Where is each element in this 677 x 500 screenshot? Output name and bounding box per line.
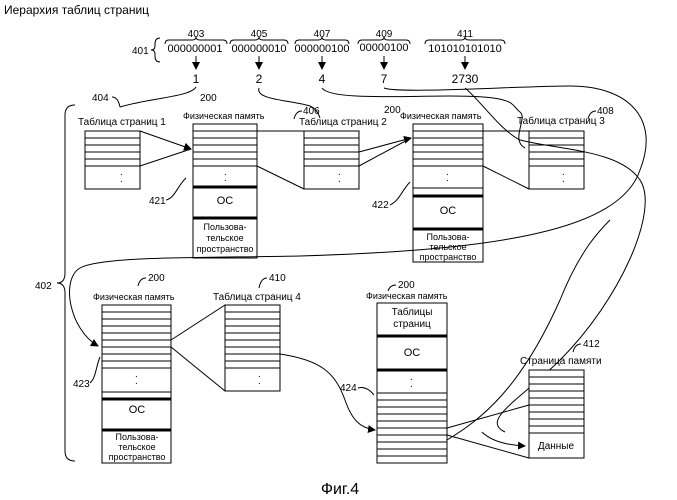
page-tables-label-2: страниц bbox=[393, 319, 431, 330]
page-table-1: . . bbox=[85, 131, 140, 189]
ref-200-c: 200 bbox=[148, 273, 165, 284]
svg-text:пространство: пространство bbox=[420, 252, 477, 262]
svg-text:Пользова-: Пользова- bbox=[116, 432, 159, 442]
ref-406: 406 bbox=[303, 106, 320, 117]
address-field-403: 403 000000001 1 bbox=[165, 29, 227, 86]
field-value: 2 bbox=[256, 72, 263, 86]
field-value: 2730 bbox=[452, 72, 479, 86]
diagram-title: Иерархия таблиц страниц bbox=[4, 3, 149, 17]
ref-200-b: 200 bbox=[384, 105, 401, 116]
svg-text:.: . bbox=[338, 174, 341, 185]
address-ref: 401 bbox=[132, 46, 149, 57]
ref-422: 422 bbox=[372, 200, 389, 211]
page-table-4: . . bbox=[225, 305, 280, 391]
svg-text:тельское: тельское bbox=[206, 233, 243, 243]
page-table-2: . . bbox=[304, 131, 359, 189]
field-value: 4 bbox=[319, 72, 326, 86]
ref-410: 410 bbox=[269, 273, 286, 284]
address-field-409: 409 00000100 7 bbox=[358, 29, 410, 86]
physical-memory-1: . . ОС Пользова- тельское пространство bbox=[193, 124, 257, 258]
page-table-4-label: Таблица страниц 4 bbox=[213, 291, 301, 303]
page-table-3-label: Таблица страниц 3 bbox=[517, 115, 605, 127]
os-label: ОС bbox=[217, 195, 234, 207]
physical-memory-2: . . ОС Пользова- тельское пространство bbox=[413, 124, 483, 262]
ref-424: 424 bbox=[340, 383, 357, 394]
svg-text:.: . bbox=[135, 376, 138, 387]
svg-text:Пользова-: Пользова- bbox=[204, 222, 247, 232]
field-bits: 101010101010 bbox=[428, 43, 501, 55]
field-value: 7 bbox=[381, 72, 388, 86]
field-bits: 000000010 bbox=[231, 43, 286, 55]
field-bits: 000000001 bbox=[167, 43, 222, 55]
os-label: ОС bbox=[404, 347, 421, 359]
svg-text:.: . bbox=[120, 174, 123, 185]
phys-mem-1-label: Физическая память bbox=[183, 111, 265, 121]
svg-text:тельское: тельское bbox=[118, 442, 155, 452]
field-bits: 00000100 bbox=[360, 42, 409, 54]
svg-text:.: . bbox=[562, 174, 565, 185]
svg-text:.: . bbox=[410, 379, 413, 390]
os-label: ОС bbox=[440, 205, 457, 217]
memory-page: Данные bbox=[529, 370, 584, 458]
data-label: Данные bbox=[538, 441, 575, 452]
page-table-1-label: Таблица страниц 1 bbox=[78, 116, 166, 128]
field-value: 1 bbox=[193, 72, 200, 86]
phys-mem-4-label: Физическая память bbox=[366, 291, 448, 301]
ref-200-d: 200 bbox=[398, 280, 415, 291]
page-tables-label-1: Таблицы bbox=[392, 306, 433, 318]
address-field-407: 407 000000100 4 bbox=[294, 29, 349, 86]
svg-text:.: . bbox=[258, 376, 261, 387]
physical-memory-3: . . ОС Пользова- тельское пространство bbox=[102, 305, 171, 463]
brace-402 bbox=[57, 105, 75, 461]
ref-200-a: 200 bbox=[200, 93, 217, 104]
svg-text:Пользова-: Пользова- bbox=[427, 232, 470, 242]
os-label: ОС bbox=[129, 404, 146, 416]
physical-memory-4: Таблицы страниц ОС . . bbox=[377, 303, 447, 463]
phys-mem-2-label: Физическая память bbox=[400, 111, 482, 121]
page-table-3: . . bbox=[529, 131, 584, 189]
ref-412: 412 bbox=[583, 339, 600, 350]
address-field-411: 411 101010101010 2730 bbox=[425, 29, 505, 86]
address-brace bbox=[151, 38, 160, 62]
ref-421: 421 bbox=[149, 196, 166, 207]
ref-404: 404 bbox=[92, 93, 109, 104]
page-table-2-label: Таблица страниц 2 bbox=[299, 116, 387, 128]
memory-page-label: Страница памяти bbox=[520, 356, 602, 367]
figure-caption: Фиг.4 bbox=[321, 481, 359, 498]
svg-text:пространство: пространство bbox=[197, 244, 254, 254]
ref-423: 423 bbox=[73, 379, 90, 390]
svg-text:пространство: пространство bbox=[109, 452, 166, 462]
field-bits: 000000100 bbox=[294, 43, 349, 55]
svg-text:.: . bbox=[446, 173, 449, 184]
svg-text:.: . bbox=[224, 173, 227, 184]
ref-402: 402 bbox=[35, 281, 52, 292]
phys-mem-3-label: Физическая память bbox=[93, 292, 175, 302]
address-field-405: 405 000000010 2 bbox=[230, 29, 288, 86]
